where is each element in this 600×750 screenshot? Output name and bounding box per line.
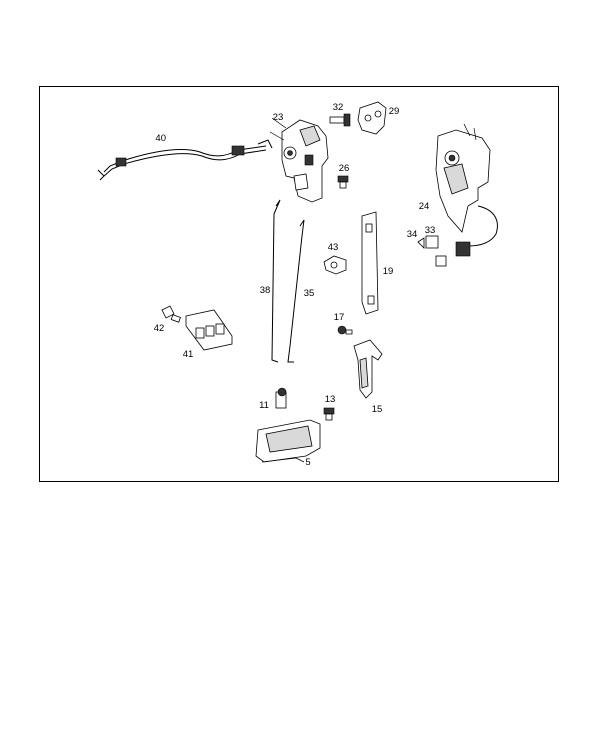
label-35: 35 [304, 288, 315, 299]
part-11-bushing [275, 387, 287, 409]
label-41: 41 [183, 349, 194, 360]
part-19-rail [361, 211, 379, 315]
label-43: 43 [328, 242, 339, 253]
part-42-pin [161, 305, 181, 323]
part-40-cable [97, 139, 273, 181]
label-15: 15 [372, 404, 383, 415]
part-38-rod [271, 199, 281, 363]
part-29-striker [357, 101, 387, 135]
label-19: 19 [383, 266, 394, 277]
label-34: 34 [407, 229, 418, 240]
part-24-lock-assembly [435, 123, 498, 257]
part-15-lever [353, 339, 383, 399]
label-32: 32 [333, 102, 344, 113]
label-29: 29 [389, 106, 400, 117]
label-38: 38 [260, 285, 271, 296]
label-11: 11 [259, 400, 269, 411]
part-43-clip [323, 255, 347, 275]
label-23: 23 [273, 112, 284, 123]
part-13-screw [323, 407, 335, 421]
part-26-screw [337, 175, 349, 189]
label-33: 33 [425, 225, 436, 236]
label-17: 17 [334, 312, 345, 323]
part-35-rod [287, 219, 305, 363]
label-26: 26 [339, 163, 350, 174]
label-42: 42 [154, 323, 165, 334]
part-32-bolt [329, 113, 351, 127]
label-13: 13 [325, 394, 336, 405]
label-24: 24 [419, 201, 430, 212]
label-40: 40 [155, 133, 166, 144]
part-33-connector [425, 235, 447, 267]
label-5: 5 [305, 457, 310, 468]
part-17-screw [337, 325, 353, 335]
part-41-bracket [185, 309, 233, 351]
part-23-lock [269, 117, 329, 203]
part-34-clip [417, 237, 425, 249]
part-5-door-handle [255, 419, 321, 463]
